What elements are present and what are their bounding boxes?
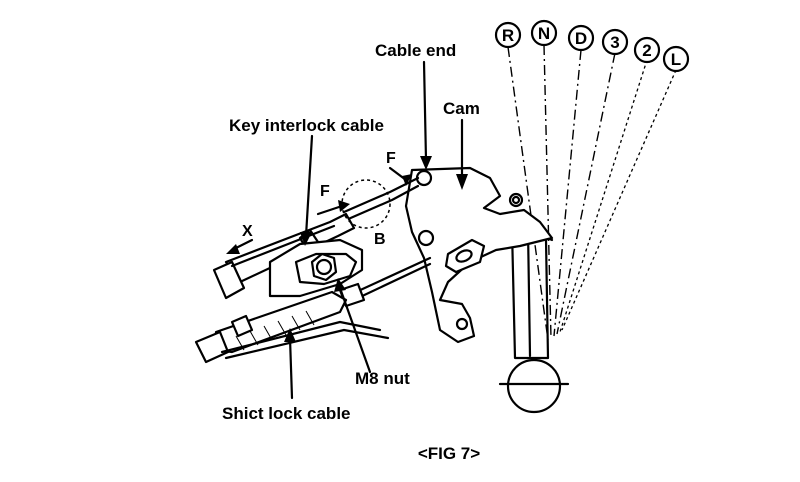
position-3: 3 bbox=[601, 28, 629, 56]
svg-text:D: D bbox=[575, 29, 587, 48]
label-cable-end: Cable end bbox=[375, 41, 456, 60]
label-cam: Cam bbox=[443, 99, 480, 118]
svg-text:N: N bbox=[538, 24, 550, 43]
label-f-upper: F bbox=[386, 150, 396, 167]
m8-nut bbox=[310, 252, 338, 282]
position-d: D bbox=[567, 24, 595, 52]
spring-coil bbox=[508, 192, 524, 208]
svg-text:R: R bbox=[502, 26, 514, 45]
label-b: B bbox=[374, 231, 386, 248]
label-key-interlock-cable: Key interlock cable bbox=[229, 116, 384, 135]
svg-text:L: L bbox=[671, 50, 681, 69]
label-f-lower: F bbox=[320, 183, 330, 200]
label-shift-lock-cable: Shict lock cable bbox=[222, 404, 351, 423]
leader-lines bbox=[226, 60, 468, 400]
svg-text:2: 2 bbox=[642, 41, 651, 60]
figure-caption: <FIG 7> bbox=[418, 444, 480, 463]
position-l: L bbox=[662, 45, 690, 73]
label-x: X bbox=[242, 223, 253, 240]
position-indicators: R N D 3 2 L bbox=[494, 19, 690, 73]
cam-bracket bbox=[404, 166, 554, 344]
position-r: R bbox=[494, 21, 522, 49]
label-m8-nut: M8 nut bbox=[355, 369, 410, 388]
position-2: 2 bbox=[633, 36, 661, 64]
position-n: N bbox=[530, 19, 558, 47]
key-interlock-cable bbox=[212, 176, 420, 300]
selector-lever bbox=[498, 218, 570, 414]
svg-text:3: 3 bbox=[610, 33, 619, 52]
position-fan-lines bbox=[507, 44, 677, 341]
